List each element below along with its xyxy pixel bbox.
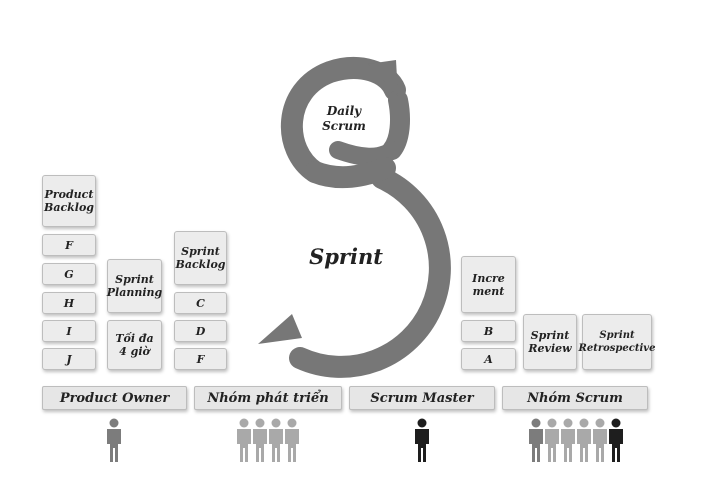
product-backlog-item: G [42, 263, 96, 285]
product-backlog-item: I [42, 320, 96, 342]
product-backlog-item: H [42, 292, 96, 314]
sprint-review-card: Sprint Review [523, 314, 577, 370]
product-owner-person-icon [107, 418, 121, 462]
sprint-planning-duration: Tối đa 4 giờ [107, 320, 162, 370]
product-backlog-card: Product Backlog [42, 175, 96, 227]
role-scrum-master: Scrum Master [349, 386, 495, 410]
sprint-retrospective-card: Sprint Retrospective [579, 314, 655, 370]
product-backlog-item: J [42, 348, 96, 370]
increment-item: A [461, 348, 516, 370]
sprint-backlog-item: F [174, 348, 227, 370]
scrum-master-person-icon [415, 418, 429, 462]
sprint-label: Sprint [309, 244, 383, 269]
role-scrum-team: Nhóm Scrum [502, 386, 648, 410]
scrum-team-people-icon [529, 418, 623, 462]
dev-team-people-icon [237, 418, 299, 462]
increment-card: Incre ment [461, 256, 516, 313]
daily-scrum-loop [280, 57, 410, 189]
role-product-owner: Product Owner [42, 386, 187, 410]
sprint-loop [258, 167, 451, 378]
sprint-planning-card: Sprint Planning [107, 259, 162, 313]
sprint-backlog-card: Sprint Backlog [174, 231, 227, 285]
product-backlog-item: F [42, 234, 96, 256]
daily-scrum-arrowhead-icon [368, 60, 398, 96]
increment-item: B [461, 320, 516, 342]
daily-scrum-label: Daily Scrum [322, 104, 366, 133]
role-dev-team: Nhóm phát triển [194, 386, 342, 410]
sprint-arrowhead-icon [258, 314, 302, 344]
sprint-backlog-item: D [174, 320, 227, 342]
sprint-backlog-item: C [174, 292, 227, 314]
